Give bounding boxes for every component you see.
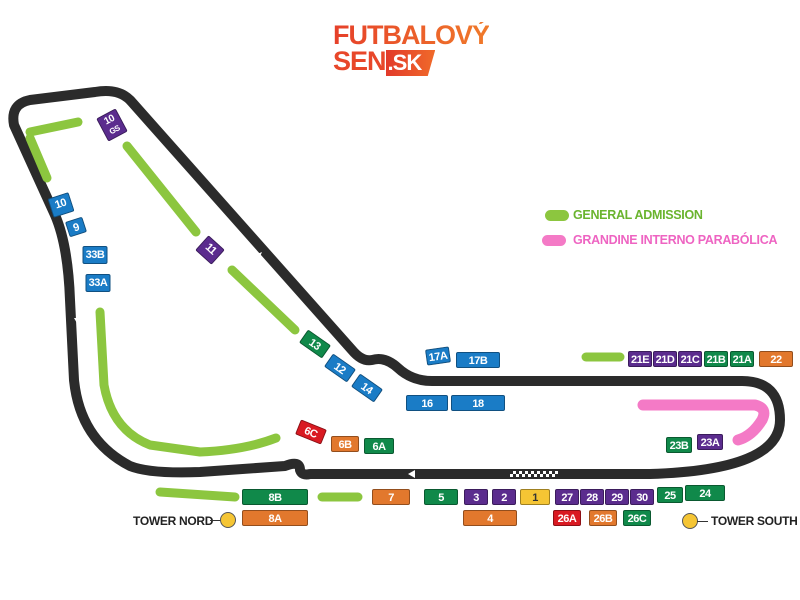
stand-7[interactable]: 7 — [372, 489, 410, 505]
stand-2[interactable]: 2 — [492, 489, 516, 505]
race-track — [8, 86, 785, 480]
stand-4[interactable]: 4 — [463, 510, 517, 526]
stand-26a[interactable]: 26A — [553, 510, 581, 526]
tower-nord-connector — [210, 520, 222, 521]
general-admission-areas — [25, 117, 625, 502]
stand-17a[interactable]: 17A — [425, 346, 451, 366]
stand-28[interactable]: 28 — [580, 489, 604, 505]
tower-south-label: TOWER SOUTH — [711, 514, 798, 528]
stand-25[interactable]: 25 — [657, 487, 683, 503]
legend-parabolica-swatch — [542, 235, 566, 246]
futbalovy-sen-logo: FUTBALOVÝ SEN.SK — [333, 20, 490, 76]
legend-parabolica: GRANDINE INTERNO PARABÓLICA — [573, 233, 778, 247]
logo-suffix: .SK — [385, 50, 436, 76]
stand-21a[interactable]: 21A — [730, 351, 754, 367]
stand-8b[interactable]: 8B — [242, 489, 308, 505]
stand-5[interactable]: 5 — [424, 489, 458, 505]
grandine-interno-parabolica-area — [637, 399, 770, 446]
start-finish-checkered-line — [510, 471, 558, 477]
stand-label: GS — [107, 123, 122, 137]
stand-6a[interactable]: 6A — [364, 438, 394, 454]
logo-line1: FUTBALOVÝ — [333, 20, 490, 50]
stand-17b[interactable]: 17B — [456, 352, 500, 368]
tower-south-marker[interactable] — [682, 513, 698, 529]
legend-general-admission-swatch — [545, 210, 569, 221]
stand-26c[interactable]: 26C — [623, 510, 651, 526]
stand-23a[interactable]: 23A — [697, 434, 723, 450]
legend-general-admission: GENERAL ADMISSION — [573, 208, 703, 222]
logo-line2: SEN — [333, 46, 387, 76]
stand-21b[interactable]: 21B — [704, 351, 728, 367]
stand-23b[interactable]: 23B — [666, 437, 692, 453]
stand-8a[interactable]: 8A — [242, 510, 308, 526]
stand-29[interactable]: 29 — [605, 489, 629, 505]
stand-33a[interactable]: 33A — [85, 274, 111, 292]
stand-30[interactable]: 30 — [630, 489, 654, 505]
stand-1[interactable]: 1 — [520, 489, 550, 505]
tower-nord-label: TOWER NORD — [133, 514, 214, 528]
stand-33b[interactable]: 33B — [82, 246, 108, 264]
direction-arrows — [74, 252, 415, 478]
tower-south-connector — [697, 521, 708, 522]
stand-18[interactable]: 18 — [451, 395, 505, 411]
stand-24[interactable]: 24 — [685, 485, 725, 501]
stand-6b[interactable]: 6B — [331, 436, 359, 452]
stand-21e[interactable]: 21E — [628, 351, 652, 367]
stand-21c[interactable]: 21C — [678, 351, 702, 367]
stand-27[interactable]: 27 — [555, 489, 579, 505]
stand-21d[interactable]: 21D — [653, 351, 677, 367]
stand-26b[interactable]: 26B — [589, 510, 617, 526]
tower-nord-marker[interactable] — [220, 512, 236, 528]
stand-3[interactable]: 3 — [464, 489, 488, 505]
stand-16[interactable]: 16 — [406, 395, 448, 411]
stand-22[interactable]: 22 — [759, 351, 793, 367]
